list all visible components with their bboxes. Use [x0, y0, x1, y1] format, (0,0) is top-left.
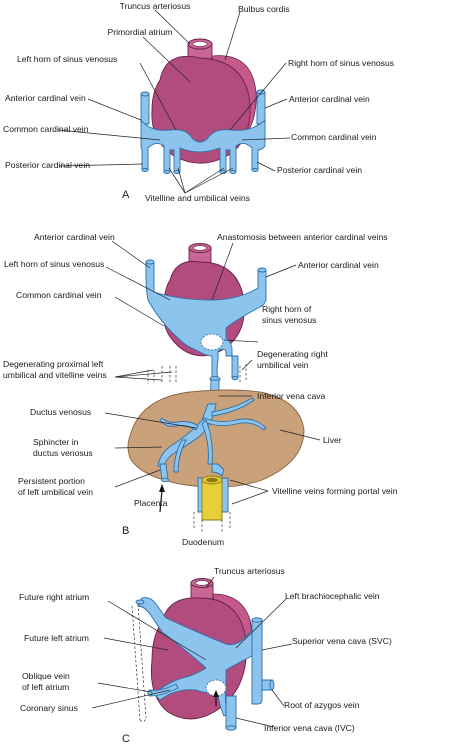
label-posterior-cardinal-left: Posterior cardinal vein: [5, 160, 90, 170]
label-b-anastomosis: Anastomosis between anterior cardinal ve…: [217, 232, 388, 242]
label-b-liver: Liver: [323, 435, 342, 445]
panel-b-veins: [145, 259, 267, 405]
label-b-placenta: Placenta: [134, 498, 168, 508]
label-vitelline-umbilical-veins: Vitelline and umbilical veins: [145, 193, 250, 203]
panel-b-labels: Anterior cardinal vein Anastomosis betwe…: [3, 232, 398, 547]
ivc-arrow: [213, 690, 219, 706]
label-b-anterior-cardinal-left: Anterior cardinal vein: [34, 232, 115, 242]
panel-c-labels: Truncus arteriosus Future right atrium L…: [19, 566, 392, 745]
label-b-degenerating-left-line2: umbilical and vitelline veins: [3, 370, 107, 380]
panel-b-duodenum: [197, 475, 229, 521]
label-b-right-horn-line2: sinus venosus: [262, 315, 316, 325]
label-c-svc: Superior vena cava (SVC): [292, 636, 392, 646]
label-b-inferior-vena-cava: Inferior vena cava: [257, 391, 326, 401]
label-c-oblique-line1: Oblique vein: [22, 671, 70, 681]
label-b-degenerating-left-line1: Degenerating proximal left: [3, 359, 104, 369]
panel-c-veins: [135, 597, 275, 731]
label-c-azygos: Root of azygos vein: [284, 700, 360, 710]
label-common-cardinal-left: Common cardinal vein: [3, 124, 89, 134]
panel-a-labels: Truncus arteriosus Bulbus cordis Primord…: [3, 1, 394, 203]
panel-b-letter: B: [122, 525, 129, 537]
label-b-sphincter-line1: Sphincter in: [33, 437, 79, 447]
label-b-duodenum: Duodenum: [182, 537, 224, 547]
placenta-arrow: [159, 484, 165, 513]
panel-b: Anterior cardinal vein Anastomosis betwe…: [3, 232, 398, 547]
label-b-anterior-cardinal-right: Anterior cardinal vein: [298, 260, 379, 270]
label-c-left-brachiocephalic-vein: Left brachiocephalic vein: [285, 591, 380, 601]
label-truncus-arteriosus: Truncus arteriosus: [120, 1, 191, 11]
label-b-portal-vein: Vitelline veins forming portal vein: [272, 486, 398, 496]
label-b-degenerating-right-line2: umbilical vein: [257, 360, 309, 370]
panel-c-letter: C: [122, 733, 130, 745]
label-c-oblique-line2: of left atrium: [22, 682, 69, 692]
panel-b-degenerating-veins: [147, 364, 247, 532]
panel-b-leader-lines: [104, 240, 321, 505]
panel-a-leader-lines: [57, 9, 291, 194]
label-c-coronary-sinus: Coronary sinus: [20, 703, 78, 713]
panel-a: Truncus arteriosus Bulbus cordis Primord…: [3, 1, 394, 203]
panel-a-letter: A: [122, 189, 130, 201]
label-c-future-right-atrium: Future right atrium: [19, 592, 89, 602]
label-b-ductus-venosus: Ductus venosus: [30, 407, 91, 417]
label-b-persistent-line1: Persistent portion: [18, 476, 85, 486]
label-anterior-cardinal-right: Anterior cardinal vein: [289, 94, 370, 104]
label-c-ivc: Inferior vena cava (IVC): [264, 723, 355, 733]
panel-c-leader-lines: [91, 576, 293, 728]
label-c-truncus-arteriosus: Truncus arteriosus: [214, 566, 285, 576]
panel-c-dashed-remnants: [131, 603, 147, 722]
label-b-persistent-line2: of left umbilical vein: [18, 487, 93, 497]
label-right-horn-sinus-venosus: Right horn of sinus venosus: [288, 58, 394, 68]
label-b-common-cardinal: Common cardinal vein: [16, 290, 102, 300]
panel-b-ductus: [157, 397, 267, 483]
label-left-horn-sinus-venosus: Left horn of sinus venosus: [17, 54, 117, 64]
label-common-cardinal-right: Common cardinal vein: [291, 132, 377, 142]
label-bulbus-cordis: Bulbus cordis: [238, 4, 290, 14]
label-b-left-horn: Left horn of sinus venosus: [4, 259, 104, 269]
label-b-degenerating-right-line1: Degenerating right: [257, 349, 328, 359]
label-anterior-cardinal-left: Anterior cardinal vein: [5, 93, 86, 103]
label-posterior-cardinal-right: Posterior cardinal vein: [277, 165, 362, 175]
panel-c: Truncus arteriosus Future right atrium L…: [19, 566, 392, 745]
label-c-future-left-atrium: Future left atrium: [24, 633, 89, 643]
panel-b-liver: [127, 389, 305, 488]
label-primordial-atrium: Primordial atrium: [108, 27, 173, 37]
label-b-right-horn-line1: Right horn of: [262, 304, 312, 314]
label-b-sphincter-line2: ductus venosus: [33, 448, 93, 458]
